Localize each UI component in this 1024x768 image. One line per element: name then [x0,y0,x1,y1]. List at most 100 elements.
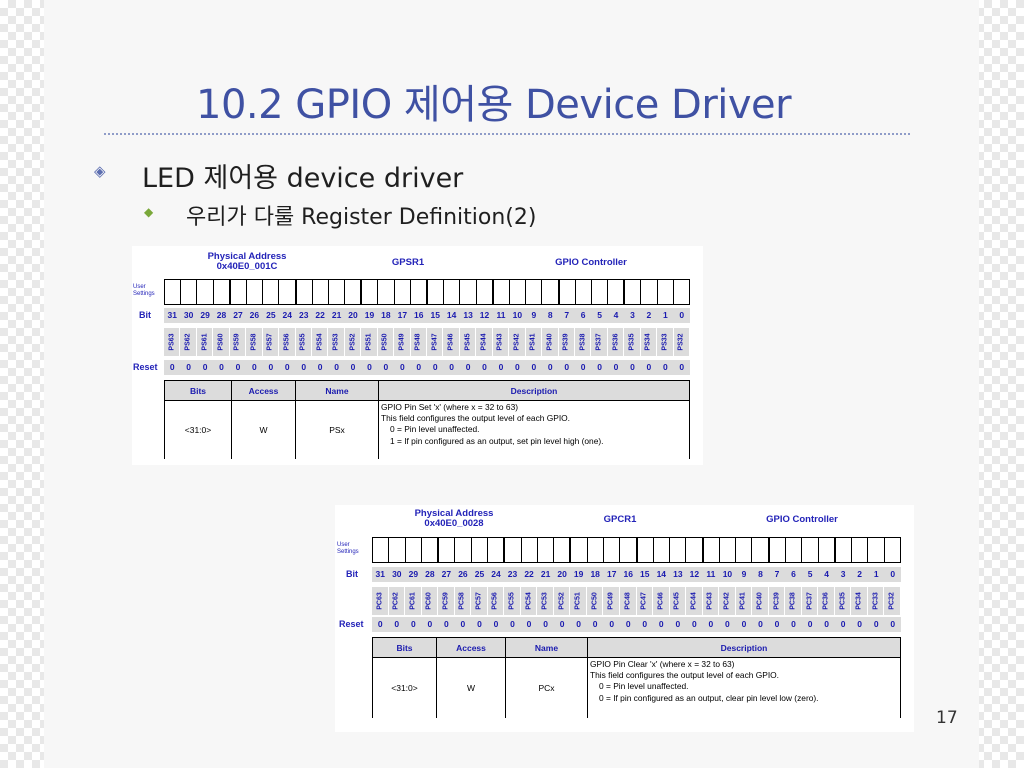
field-name: PS32 [677,333,685,351]
user-setting-cell [542,280,560,304]
field-name: PS63 [168,333,176,351]
bit-number: 1 [662,310,668,320]
bit-number: 12 [689,569,700,579]
field-name-cell: PC35 [835,587,852,615]
bit-number: 9 [741,569,747,579]
col-access: Access [436,637,506,658]
register-description-table: Bits Access Name Description <31:0> W PS… [164,380,690,459]
register-description-table: Bits Access Name Description <31:0> W PC… [372,637,901,718]
field-name: PS41 [529,333,537,351]
reset-value: 0 [377,619,383,629]
field-name: PC38 [789,592,797,610]
field-name: PS51 [365,333,373,351]
reset-value: 0 [824,619,829,629]
title-divider [104,133,910,135]
field-name-cell: PS56 [279,328,296,356]
user-setting-cell [638,538,654,562]
user-setting-cell [576,280,592,304]
field-name: PS59 [233,333,241,351]
field-name: PS34 [644,333,652,351]
field-name-cell: PS49 [394,328,411,356]
field-name: PS44 [480,333,488,351]
description-line: This field configures the output level o… [590,670,780,681]
reset-value: 0 [284,362,290,372]
user-setting-cell [510,280,527,304]
field-name-cell: PS45 [460,328,477,356]
field-name-cell: PC57 [471,587,488,615]
reset-value: 0 [268,362,274,372]
bit-number: 3 [630,310,635,320]
reset-value: 0 [741,619,747,629]
field-name: PC56 [491,592,499,610]
reset-value: 0 [597,362,602,372]
bit-number: 25 [474,569,485,579]
cell-access: W [231,400,296,459]
bit-number: 9 [531,310,537,320]
user-setting-cell [389,538,406,562]
reset-value: 0 [642,619,648,629]
field-name: PS55 [299,333,307,351]
field-name: PS37 [595,333,603,351]
field-name: PC54 [525,592,533,610]
bit-number: 6 [580,310,586,320]
reset-row-label: Reset [133,362,158,372]
reset-value: 0 [658,619,664,629]
cell-access: W [436,657,506,718]
field-name-cell: PS40 [542,328,559,356]
reset-value: 0 [691,619,697,629]
reset-value: 0 [477,619,482,629]
field-name: PC50 [591,592,599,610]
user-setting-cell [538,538,555,562]
reset-value: 0 [873,619,879,629]
description-line: This field configures the output level o… [381,413,571,424]
bit-number: 31 [375,569,385,579]
bit-number: 7 [774,569,780,579]
bit-number: 20 [557,569,567,579]
reset-value: 0 [758,619,763,629]
user-setting-cell [620,538,638,562]
bit-number: 17 [606,569,617,579]
user-setting-cell [526,280,543,304]
bit-number: 3 [840,569,846,579]
reset-value: 0 [444,619,449,629]
field-name: PS39 [562,333,570,351]
field-name: PC57 [475,592,483,610]
user-setting-cell [571,538,588,562]
description-line: GPIO Pin Set 'x' (where x = 32 to 63) [381,402,519,412]
reset-value: 0 [252,362,257,372]
reset-value: 0 [609,619,615,629]
description-line: 0 = Pin level unaffected. [599,681,689,692]
user-setting-cell [494,280,510,304]
bit-number: 19 [364,310,375,320]
reset-value: 0 [613,362,619,372]
user-setting-cell [802,538,819,562]
user-setting-cell [488,538,506,562]
field-name: PC45 [673,592,681,610]
field-name-cell: PS39 [559,328,575,356]
register-unit: GPIO Controller [555,257,627,268]
field-name-cell: PC60 [422,587,439,615]
field-name-cell: PS43 [493,328,510,356]
field-name-cell: PC50 [587,587,604,615]
user-setting-cell [608,280,626,304]
field-name: PC44 [690,592,698,610]
reset-value: 0 [662,362,668,372]
bit-number: 11 [706,569,716,579]
bit-number: 0 [890,569,896,579]
user-setting-cell [720,538,737,562]
bit-number: 8 [547,310,553,320]
field-name-cell: PS37 [591,328,608,356]
user-setting-cell [704,538,720,562]
user-setting-cell [658,280,674,304]
user-setting-cell [836,538,853,562]
bit-row-label: Bit [139,310,151,320]
bit-number: 26 [458,569,468,579]
field-name: PC49 [607,592,615,610]
bit-number: 18 [381,310,391,320]
field-name: PS46 [447,333,455,351]
reset-value: 0 [465,362,471,372]
bit-number: 19 [573,569,584,579]
field-name: PS48 [414,333,422,351]
